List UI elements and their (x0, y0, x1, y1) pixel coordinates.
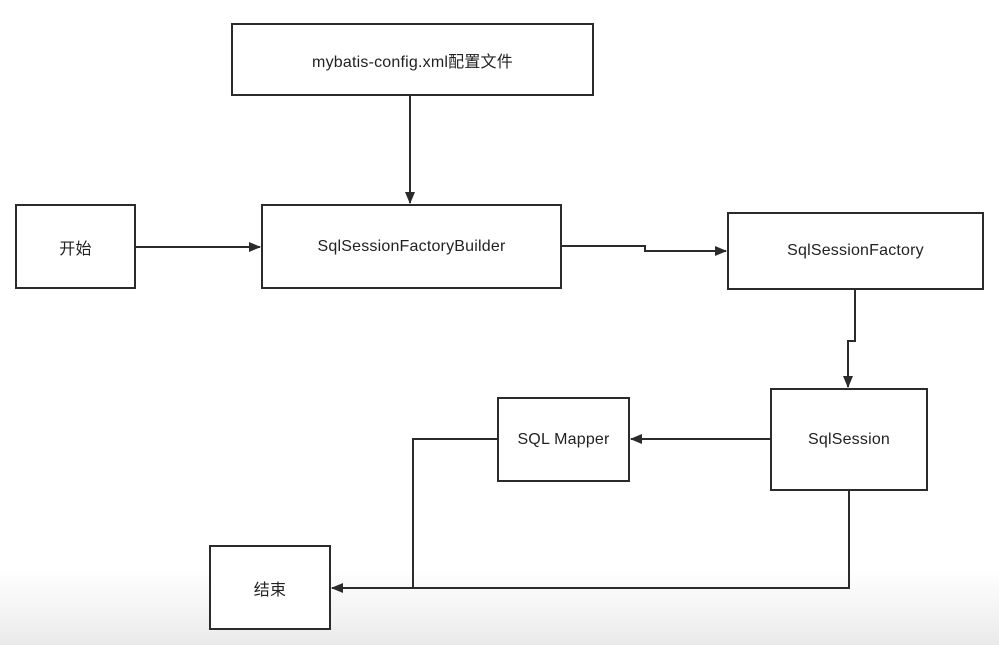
end-node: 结束 (209, 545, 331, 630)
sqlsessionfactory-label: SqlSessionFactory (787, 242, 924, 259)
sqlsessionfactory-node: SqlSessionFactory (727, 212, 984, 290)
sqlsessionfactorybuilder-node: SqlSessionFactoryBuilder (261, 204, 562, 289)
sql-mapper-label: SQL Mapper (517, 430, 610, 448)
edge-mapper-to-end (412, 438, 497, 588)
sqlsession-node: SqlSession (770, 388, 928, 491)
start-node: 开始 (15, 204, 136, 289)
edge-factory-to-session (843, 290, 856, 388)
config-file-label: mybatis-config.xml配置文件 (312, 53, 513, 71)
sql-mapper-node: SQL Mapper (497, 397, 630, 482)
edge-builder-to-factory (562, 245, 727, 256)
sqlsession-label: SqlSession (807, 430, 891, 448)
edge-session-to-end (331, 491, 850, 593)
config-file-node: mybatis-config.xml配置文件 (231, 23, 594, 96)
sqlsessionfactorybuilder-label: SqlSessionFactoryBuilder (317, 237, 506, 255)
end-label: 结束 (253, 581, 287, 599)
start-label: 开始 (59, 240, 92, 258)
